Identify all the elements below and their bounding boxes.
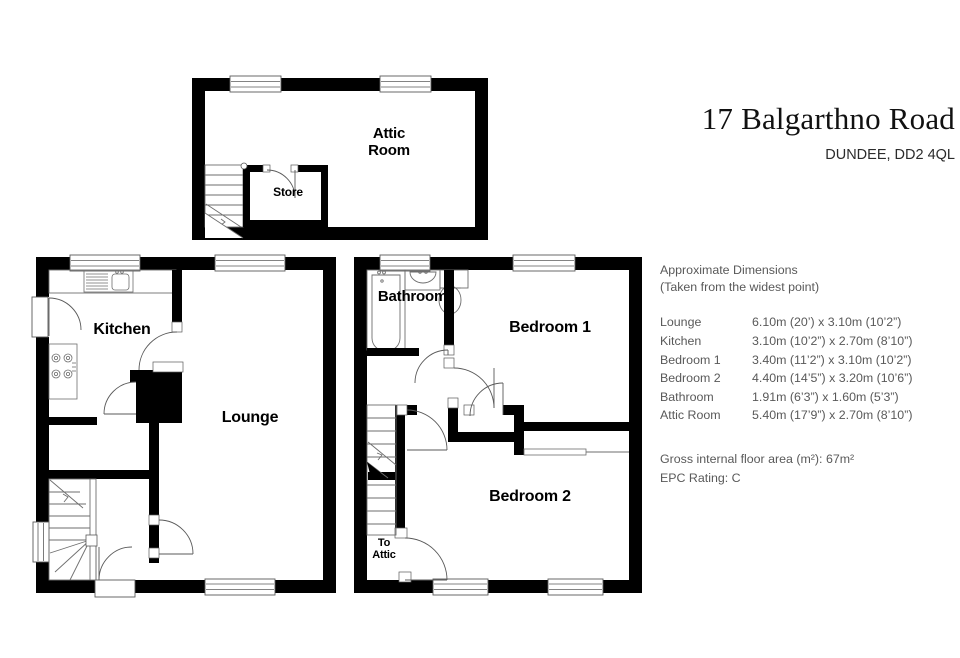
dimensions-panel: Approximate Dimensions (Taken from the w…	[660, 262, 958, 425]
table-row: Bedroom 2 4.40m (14’5”) x 3.20m (10’6”)	[660, 369, 958, 388]
property-location: DUNDEE, DD2 4QL	[825, 147, 955, 163]
dimension-room-name: Bathroom	[660, 389, 714, 404]
lounge-label: Lounge	[221, 409, 279, 426]
dimension-room-size: 4.40m (14’5”) x 3.20m (10’6”)	[752, 371, 913, 386]
bathroom-door	[414, 349, 449, 384]
kitchen-sink-icon	[83, 270, 134, 293]
ground-floor-plan	[31, 254, 336, 598]
dimension-room-name: Bedroom 2	[660, 371, 721, 386]
table-row: Kitchen 3.10m (10’2”) x 2.70m (8’10”)	[660, 332, 958, 351]
table-row: Bedroom 1 3.40m (11’2”) x 3.10m (10’2”)	[660, 351, 958, 370]
hall-lounge-door	[158, 519, 194, 555]
dimensions-table: Lounge 6.10m (20’) x 3.10m (10’2”) Kitch…	[660, 313, 958, 425]
page-title: 17 Balgarthno Road	[701, 101, 955, 136]
kitchen-label: Kitchen	[93, 321, 151, 338]
attic-room-label: Attic Room	[368, 125, 410, 159]
first-floor-plan	[354, 254, 642, 596]
dimension-room-size: 3.10m (10’2”) x 2.70m (8’10”)	[752, 334, 913, 348]
bedroom2-label: Bedroom 2	[489, 488, 571, 505]
attic-store-door	[266, 169, 296, 199]
ground-internal-walls	[49, 270, 182, 563]
table-row: Lounge 6.10m (20’) x 3.10m (10’2”)	[660, 313, 958, 332]
first-staircase	[366, 404, 397, 536]
landing-door	[406, 409, 448, 451]
floor-area-text: Gross internal floor area (m²): 67m²	[660, 452, 855, 466]
store-label: Store	[273, 185, 303, 199]
kitchen-hall-door	[103, 381, 137, 415]
bathroom-bath-icon	[366, 269, 406, 352]
dimension-room-name: Lounge	[660, 315, 702, 330]
ground-staircase	[48, 478, 97, 581]
to-attic-door	[404, 537, 448, 581]
epc-rating-text: EPC Rating: C	[660, 470, 741, 485]
dimension-room-size: 6.10m (20’) x 3.10m (10’2”)	[752, 315, 902, 330]
summary-panel: Gross internal floor area (m²): 67m² EPC…	[660, 450, 958, 487]
attic-floor-plan	[192, 75, 488, 240]
bathroom-label: Bathroom	[377, 288, 448, 305]
first-internal-walls	[367, 270, 629, 535]
attic-store-walls	[243, 165, 328, 227]
dimensions-table-body: Lounge 6.10m (20’) x 3.10m (10’2”) Kitch…	[660, 313, 958, 425]
to-attic-label: To Attic	[372, 537, 396, 562]
dimension-room-name: Bedroom 1	[660, 352, 721, 367]
ground-entrance-door	[98, 546, 133, 581]
kitchen-hob-icon	[48, 343, 78, 400]
dimension-room-size: 1.91m (6’3”) x 1.60m (5’3”)	[752, 389, 899, 404]
table-row: Attic Room 5.40m (17’9”) x 2.70m (8’10”)	[660, 406, 958, 425]
dimension-room-size: 5.40m (17’9”) x 2.70m (8’10”)	[752, 408, 913, 423]
bathroom-basin-icon	[404, 269, 441, 291]
kitchen-lounge-door	[138, 331, 178, 371]
dimensions-subheading: (Taken from the widest point)	[660, 280, 820, 295]
bedroom2-door	[469, 382, 504, 417]
dimension-room-size: 3.40m (11’2”) x 3.10m (10’2”)	[752, 352, 912, 367]
dimensions-heading: Approximate Dimensions	[660, 263, 798, 277]
bedroom1-label: Bedroom 1	[509, 319, 591, 336]
dimension-room-name: Attic Room	[660, 408, 721, 423]
bedroom1-door	[453, 367, 495, 409]
table-row: Bathroom 1.91m (6’3”) x 1.60m (5’3”)	[660, 388, 958, 407]
dimension-room-name: Kitchen	[660, 334, 702, 348]
property-header: 17 Balgarthno Road DUNDEE, DD2 4QL	[660, 100, 955, 164]
ground-back-door	[48, 297, 82, 336]
